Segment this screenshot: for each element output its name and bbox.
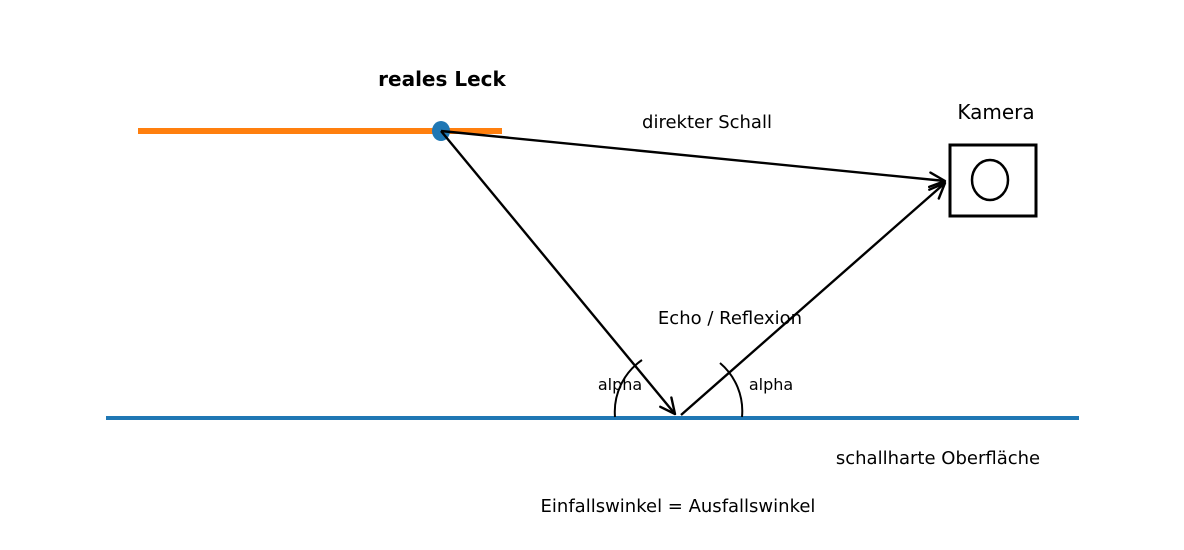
direct-sound-ray [440, 129, 946, 183]
alpha-left-label: alpha [598, 375, 642, 394]
angle-arc-right [719, 362, 744, 418]
direct-sound-arrowhead [928, 171, 947, 189]
incident-ray [440, 130, 676, 415]
alpha-right-label: alpha [749, 375, 793, 394]
camera-body [948, 143, 1038, 218]
camera-lens [970, 158, 1010, 202]
reflected-arrowhead [928, 181, 947, 200]
incident-arrowhead [659, 396, 677, 416]
surface-label: schallharte Oberfläche [836, 448, 1040, 469]
reflection-law-label: Einfallswinkel = Ausfallswinkel [541, 496, 816, 517]
echo-label: Echo / Reflexion [658, 308, 802, 329]
direct-sound-label: direkter Schall [642, 112, 772, 133]
leak-label: reales Leck [378, 67, 506, 91]
angle-arc-left [613, 359, 643, 418]
reflected-ray [680, 182, 946, 416]
camera-label: Kamera [957, 100, 1034, 124]
